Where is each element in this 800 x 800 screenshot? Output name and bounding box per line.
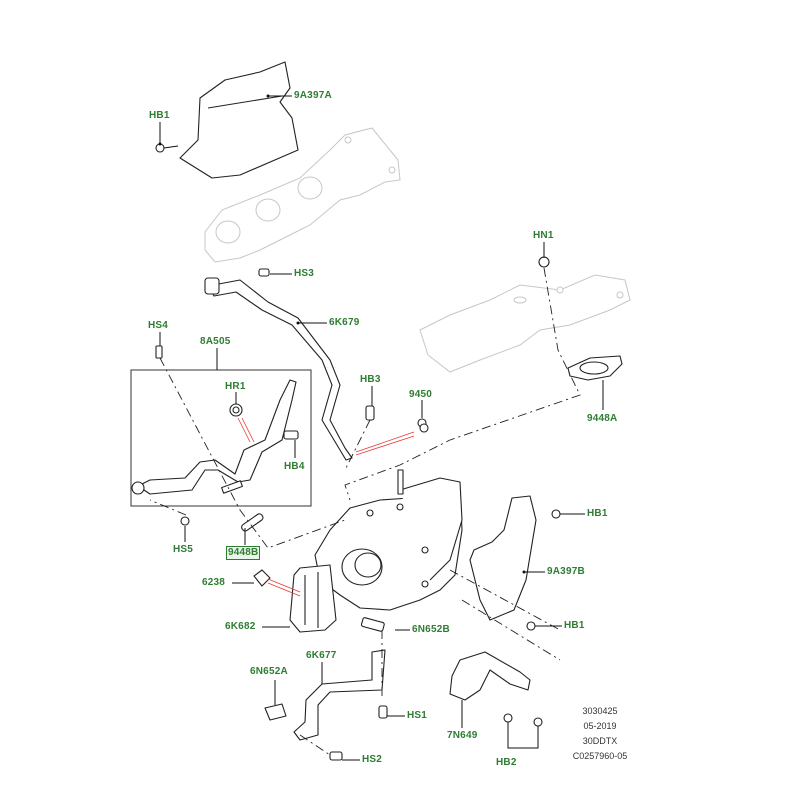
heat-shield-upper	[179, 61, 299, 179]
bolt-hb2-right	[533, 717, 543, 727]
actuator-6k682	[289, 564, 337, 633]
bolt-hb1-right-bottom	[526, 621, 536, 631]
callout-6k677[interactable]: 6K677	[306, 650, 337, 661]
bolt-hs1	[378, 705, 388, 719]
callout-9448a[interactable]: 9448A	[587, 413, 618, 424]
callout-hb2[interactable]: HB2	[496, 757, 517, 768]
callout-6n652b[interactable]: 6N652B	[412, 624, 450, 635]
callout-hr1[interactable]: HR1	[225, 381, 246, 392]
callout-6n652a[interactable]: 6N652A	[250, 666, 288, 677]
callout-hs5[interactable]: HS5	[173, 544, 194, 555]
callout-7n649[interactable]: 7N649	[447, 730, 478, 741]
reference-date: 05-2019	[583, 721, 617, 731]
callout-6k682[interactable]: 6K682	[225, 621, 256, 632]
reference-number: 3030425	[582, 706, 618, 716]
nut-hn1	[538, 256, 550, 268]
callout-8a505[interactable]: 8A505	[200, 336, 231, 347]
group-frame-8a505	[130, 369, 312, 507]
oil-feed-pipe	[207, 279, 353, 461]
bolt-hs5	[180, 516, 190, 526]
bolt-hb1-right-top	[551, 509, 561, 519]
oil-drain-pipe	[293, 649, 386, 741]
callout-9a397b[interactable]: 9A397B	[547, 566, 585, 577]
bracket-7n649	[449, 651, 531, 701]
callout-9a397a[interactable]: 9A397A	[294, 90, 332, 101]
bolt-hb3	[365, 405, 375, 421]
callout-9448b[interactable]: 9448B	[226, 546, 261, 560]
bolt-hb2-left	[503, 713, 513, 723]
exhaust-manifold-upper-ghost	[204, 127, 401, 263]
oil-return-pipe	[137, 379, 297, 495]
gasket-9448b	[241, 513, 264, 532]
callout-hs3[interactable]: HS3	[294, 268, 315, 279]
gasket-6n652b	[360, 617, 385, 632]
exhaust-manifold-lower-ghost	[419, 274, 631, 373]
bolt-hs4	[155, 345, 163, 359]
callout-hs2[interactable]: HS2	[362, 754, 383, 765]
bolt-hs2	[329, 751, 343, 761]
callout-9450[interactable]: 9450	[409, 389, 433, 400]
bolt-hb4	[283, 430, 299, 440]
callout-hb1-right-bottom[interactable]: HB1	[564, 620, 585, 631]
callout-hb4[interactable]: HB4	[284, 461, 305, 472]
callout-6238[interactable]: 6238	[202, 577, 226, 588]
callout-hn1[interactable]: HN1	[533, 230, 554, 241]
callout-hb1-top[interactable]: HB1	[149, 110, 170, 121]
turbocharger	[314, 469, 463, 611]
callout-hs1[interactable]: HS1	[407, 710, 428, 721]
callout-hs4[interactable]: HS4	[148, 320, 169, 331]
reference-engine-code: 30DDTX	[582, 736, 618, 746]
callout-6k679[interactable]: 6K679	[329, 317, 360, 328]
heat-shield-lower	[469, 495, 537, 621]
bolt-hs3	[258, 268, 270, 277]
callout-hb3[interactable]: HB3	[360, 374, 381, 385]
callout-hb1-right-top[interactable]: HB1	[587, 508, 608, 519]
reference-illustration-id: C0257960-05	[572, 751, 628, 761]
gasket-6n652a	[264, 703, 287, 721]
clip-6238	[253, 569, 271, 587]
